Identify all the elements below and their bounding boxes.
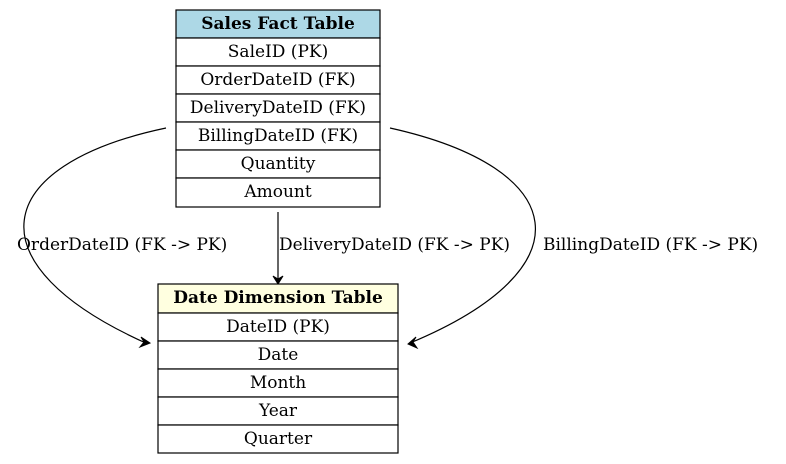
billing-arrowhead — [407, 336, 419, 350]
sales-row-orderdateid: OrderDateID (FK) — [200, 70, 355, 90]
edge-delivery-date — [272, 212, 284, 285]
sales-table-title: Sales Fact Table — [201, 14, 355, 34]
order-arrowhead — [138, 336, 152, 349]
edge-label-billing: BillingDateID (FK -> PK) — [543, 235, 758, 255]
date-row-month: Month — [250, 373, 306, 393]
date-dimension-table: Date Dimension Table DateID (PK) Date Mo… — [157, 283, 399, 454]
edge-order-date — [23, 127, 167, 349]
delivery-arrowhead — [272, 275, 284, 285]
date-row-date: Date — [258, 345, 299, 365]
date-table-title: Date Dimension Table — [173, 288, 383, 308]
date-row-year: Year — [258, 401, 298, 421]
sales-row-quantity: Quantity — [241, 154, 316, 174]
date-row-dateid: DateID (PK) — [226, 317, 330, 337]
sales-row-billingdateid: BillingDateID (FK) — [198, 126, 358, 146]
sales-row-deliverydateid: DeliveryDateID (FK) — [190, 98, 366, 118]
sales-row-saleid: SaleID (PK) — [228, 42, 328, 62]
sales-row-amount: Amount — [243, 182, 312, 202]
sales-fact-table: Sales Fact Table SaleID (PK) OrderDateID… — [175, 9, 381, 208]
edge-billing-date — [389, 127, 536, 350]
edge-label-delivery: DeliveryDateID (FK -> PK) — [279, 235, 510, 255]
date-row-quarter: Quarter — [244, 429, 313, 449]
edge-label-order: OrderDateID (FK -> PK) — [17, 235, 227, 255]
